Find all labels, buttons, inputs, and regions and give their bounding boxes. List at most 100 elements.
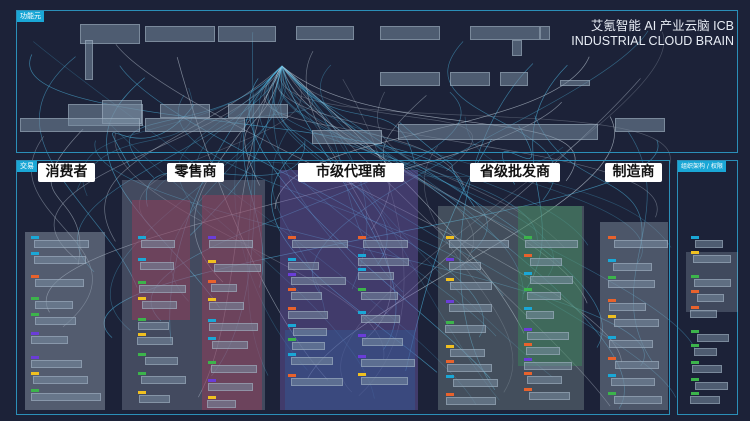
flow-node — [360, 377, 408, 386]
title-en: INDUSTRIAL CLOUD BRAIN — [571, 34, 734, 48]
flow-node — [445, 324, 487, 333]
flow-node — [693, 348, 717, 357]
function-node — [450, 72, 490, 86]
status-chip — [524, 306, 532, 310]
status-chip — [524, 272, 532, 276]
flow-node — [614, 360, 659, 369]
flow-node — [694, 381, 728, 390]
flow-node — [696, 333, 729, 342]
status-chip — [208, 379, 216, 383]
status-chip — [608, 259, 616, 263]
status-chip — [608, 236, 616, 239]
connection-line — [281, 65, 576, 182]
flow-node — [529, 257, 563, 266]
status-chip — [288, 272, 296, 276]
status-chip — [208, 360, 216, 364]
provincial-block — [518, 206, 582, 366]
flow-node — [209, 240, 254, 248]
flow-node — [360, 359, 415, 368]
function-units-tag: 功能元 — [17, 11, 44, 22]
flow-node — [291, 341, 325, 350]
status-chip — [446, 360, 454, 364]
connection-line — [110, 65, 287, 331]
status-chip — [288, 287, 296, 291]
status-chip — [524, 328, 532, 332]
connection-line — [371, 95, 427, 231]
transaction-tag: 交易 — [17, 161, 37, 172]
function-node — [470, 26, 540, 40]
connection-line — [502, 125, 532, 185]
flow-node — [608, 279, 656, 288]
status-chip — [691, 329, 699, 333]
status-chip — [288, 374, 296, 378]
status-chip — [446, 277, 454, 281]
function-node — [20, 118, 140, 132]
status-chip — [608, 299, 616, 303]
status-chip — [524, 236, 532, 239]
status-chip — [208, 259, 216, 263]
flow-node — [614, 318, 659, 327]
flow-node — [292, 240, 349, 248]
connection-line — [380, 78, 641, 319]
flow-node — [211, 340, 248, 349]
function-node — [540, 26, 550, 40]
status-chip — [31, 313, 39, 317]
status-chip — [358, 373, 366, 377]
status-chip — [608, 374, 616, 378]
flow-node — [609, 339, 653, 348]
flow-node — [211, 284, 238, 293]
flow-node — [450, 348, 485, 357]
status-chip — [208, 319, 216, 323]
flow-node — [446, 364, 493, 373]
flow-node — [357, 257, 410, 266]
flow-node — [141, 240, 175, 248]
flow-node — [35, 317, 76, 326]
status-chip — [138, 390, 146, 394]
status-chip — [288, 258, 296, 262]
status-chip — [288, 306, 296, 310]
status-chip — [524, 343, 532, 347]
connection-line — [281, 65, 415, 165]
connection-line — [119, 65, 484, 338]
flow-node — [450, 281, 492, 290]
connection-line — [281, 65, 474, 172]
flow-node — [35, 301, 73, 310]
connection-line — [50, 128, 84, 265]
status-chip — [208, 236, 216, 239]
connection-line — [399, 122, 475, 208]
connection-line — [258, 65, 497, 337]
status-chip — [446, 344, 454, 348]
role-manufacturer: 制造商 — [605, 163, 662, 182]
status-chip — [138, 297, 146, 301]
flow-node — [287, 310, 329, 319]
status-chip — [138, 280, 146, 284]
flow-node — [144, 357, 178, 366]
flow-node — [449, 303, 493, 312]
flow-node — [526, 347, 560, 356]
flow-node — [208, 383, 253, 392]
flow-node — [31, 392, 101, 401]
status-chip — [208, 297, 216, 301]
status-chip — [608, 314, 616, 318]
flow-node — [525, 310, 554, 319]
status-chip — [31, 236, 39, 239]
flow-node — [697, 293, 724, 302]
connection-line — [177, 65, 283, 221]
flow-node — [614, 240, 668, 248]
flow-node — [449, 240, 510, 248]
flow-node — [207, 399, 237, 408]
status-chip — [446, 236, 454, 239]
status-chip — [524, 388, 532, 392]
status-chip — [524, 357, 532, 361]
function-node — [218, 26, 276, 42]
flow-node — [448, 262, 481, 271]
flow-node — [527, 375, 563, 384]
status-chip — [524, 253, 532, 257]
role-provincial-wholesaler: 省级批发商 — [470, 163, 560, 182]
flow-node — [694, 240, 723, 248]
function-node — [145, 26, 215, 42]
flow-node — [34, 279, 85, 288]
status-chip — [524, 371, 532, 375]
connection-line — [263, 65, 465, 186]
status-chip — [288, 352, 296, 356]
